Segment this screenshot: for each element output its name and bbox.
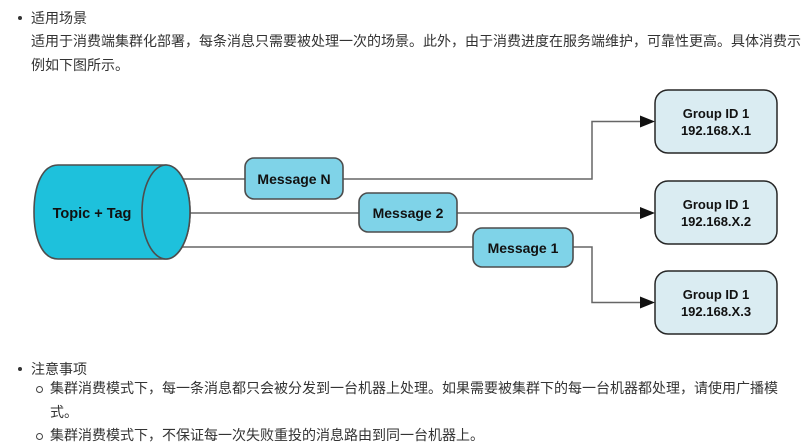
group-1-ip: 192.168.X.1 [681, 123, 751, 138]
group-3-ip: 192.168.X.3 [681, 304, 751, 319]
section-title-usage: 适用场景 [31, 10, 87, 26]
sub-bullet-circle-icon [36, 433, 43, 440]
connector-line-bottom [180, 246, 642, 304]
bullet-dot [18, 367, 22, 371]
message-1-box: Message 1 [472, 227, 574, 268]
message-2-box: Message 2 [358, 192, 458, 233]
group-box-2: Group ID 1 192.168.X.2 [654, 180, 778, 245]
message-2-label: Message 2 [373, 205, 444, 221]
cluster-consumption-diagram: Topic + Tag Message N Message 2 Message … [33, 89, 778, 335]
group-box-1: Group ID 1 192.168.X.1 [654, 89, 778, 154]
arrowhead-bottom-icon [640, 296, 655, 309]
message-n-box: Message N [244, 157, 344, 200]
group-box-3: Group ID 1 192.168.X.3 [654, 270, 778, 335]
sub-bullet-circle-icon [36, 386, 43, 393]
bullet-dot [18, 16, 22, 20]
usage-body-text: 适用于消费端集群化部署，每条消息只需要被处理一次的场景。此外，由于消费进度在服务… [31, 33, 801, 73]
arrowhead-top-icon [640, 115, 655, 128]
message-1-label: Message 1 [488, 240, 559, 256]
note-item-1: 集群消费模式下，每一条消息都只会被分发到一台机器上处理。如果需要被集群下的每一台… [50, 380, 778, 420]
connector-line-top [180, 120, 642, 180]
arrowhead-middle-icon [640, 207, 655, 219]
topic-cylinder-label: Topic + Tag [53, 206, 132, 222]
group-2-title: Group ID 1 [683, 197, 749, 212]
group-2-ip: 192.168.X.2 [681, 214, 751, 229]
section-title-notes: 注意事项 [31, 361, 87, 377]
group-1-title: Group ID 1 [683, 106, 749, 121]
group-3-title: Group ID 1 [683, 287, 749, 302]
topic-cylinder: Topic + Tag [33, 164, 191, 260]
message-n-label: Message N [257, 171, 330, 187]
note-item-2: 集群消费模式下，不保证每一次失败重投的消息路由到同一台机器上。 [50, 427, 484, 443]
